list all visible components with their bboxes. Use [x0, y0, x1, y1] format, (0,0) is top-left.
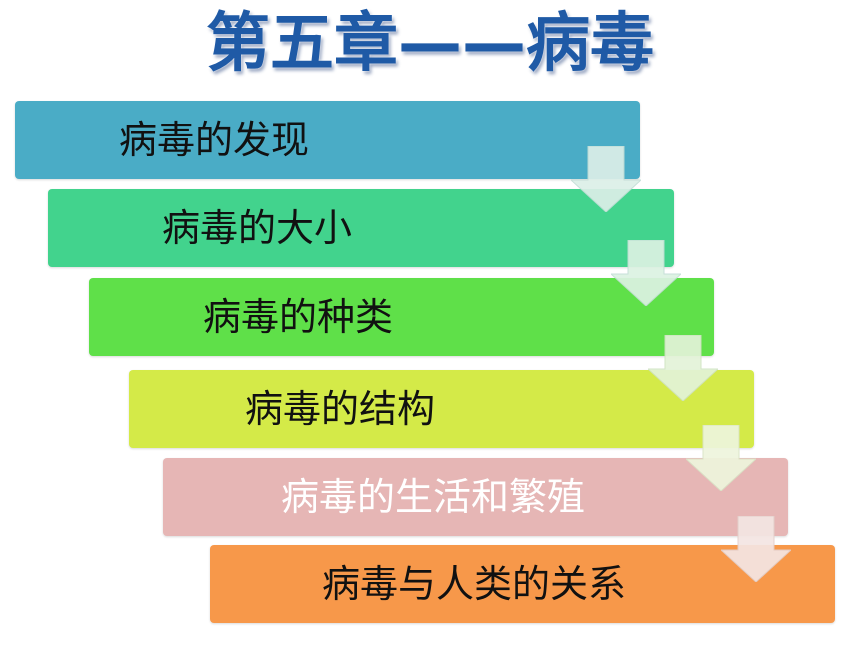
- step-label-3: 病毒的种类: [203, 295, 394, 339]
- step-label-4: 病毒的结构: [245, 387, 436, 431]
- step-label-5: 病毒的生活和繁殖: [281, 475, 586, 519]
- down-arrow-icon: [721, 516, 791, 582]
- down-arrow-icon: [686, 425, 756, 491]
- page-title: 第五章——病毒: [206, 7, 654, 81]
- down-arrow-icon: [571, 146, 641, 212]
- step-box-1[interactable]: 病毒的发现: [15, 101, 640, 179]
- down-arrow-icon: [648, 335, 718, 401]
- step-box-4[interactable]: 病毒的结构: [129, 370, 754, 448]
- step-box-2[interactable]: 病毒的大小: [48, 189, 674, 267]
- step-label-1: 病毒的发现: [119, 118, 310, 162]
- step-box-3[interactable]: 病毒的种类: [89, 278, 714, 356]
- down-arrow-icon: [611, 240, 681, 306]
- step-box-5[interactable]: 病毒的生活和繁殖: [163, 458, 788, 536]
- step-label-6: 病毒与人类的关系: [322, 562, 627, 606]
- step-label-2: 病毒的大小: [162, 206, 353, 250]
